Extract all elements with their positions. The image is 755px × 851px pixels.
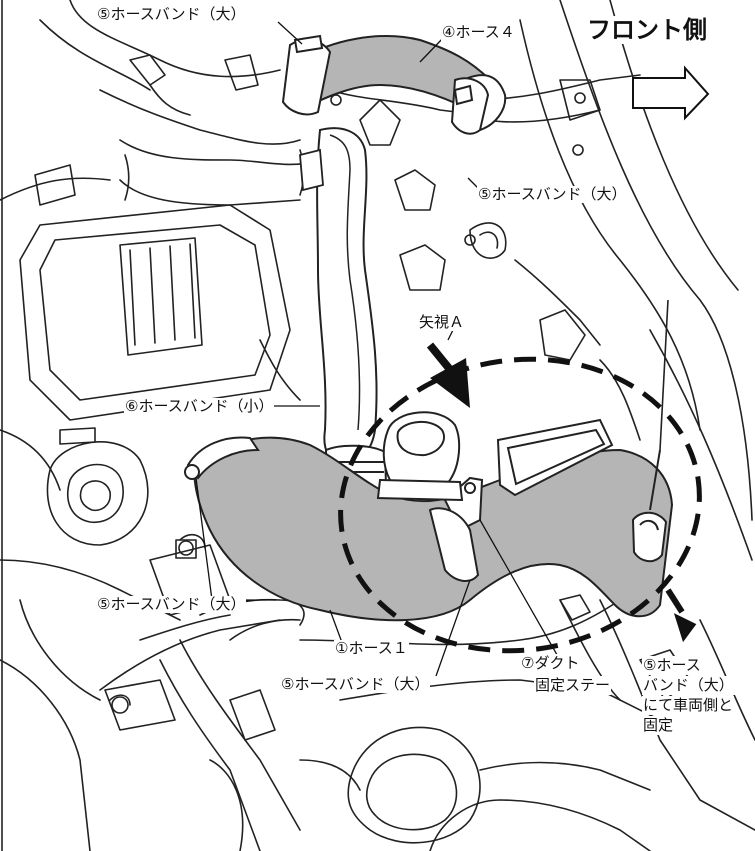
radiator-cap xyxy=(376,411,464,502)
view-a-arrow xyxy=(426,342,470,408)
label-hose-band-large-top: ⑤ホースバンド（大） xyxy=(96,5,247,23)
label-hose-1: ①ホース１ xyxy=(334,639,409,657)
label-hose-4: ④ホース４ xyxy=(441,23,516,41)
hose-1 xyxy=(193,436,674,622)
vertical-hose xyxy=(299,127,378,467)
duct-fixing-stay xyxy=(428,476,484,582)
label-view-a: 矢視Ａ xyxy=(418,313,466,331)
hose-band-large-top xyxy=(281,34,332,116)
label-fix-note-line4: 固定 xyxy=(642,716,675,735)
view-a-circle xyxy=(338,356,702,654)
label-duct-stay-line1: ⑦ダクト xyxy=(520,654,581,673)
hose-band-small xyxy=(184,436,260,480)
label-hose-band-small: ⑥ホースバンド（小） xyxy=(124,397,275,415)
label-front-side: フロント側 xyxy=(586,16,708,44)
label-fix-note-line1: ⑤ホース xyxy=(642,656,702,675)
label-hose-band-large-left: ⑤ホースバンド（大） xyxy=(96,595,247,613)
right-mount xyxy=(496,299,669,563)
label-hose-band-large-right: ⑤ホースバンド（大） xyxy=(477,185,628,203)
label-hose-band-large-bottom: ⑤ホースバンド（大） xyxy=(280,675,431,693)
front-arrow-icon xyxy=(632,65,710,121)
hose-band-large-hose4-right xyxy=(450,77,490,135)
label-fix-note-line2: バンド（大） xyxy=(642,676,735,695)
label-duct-stay-line2: 固定ステー xyxy=(534,676,612,695)
label-fix-note-line3: にて車両側と xyxy=(642,696,735,715)
fixing-arrow xyxy=(665,588,697,643)
